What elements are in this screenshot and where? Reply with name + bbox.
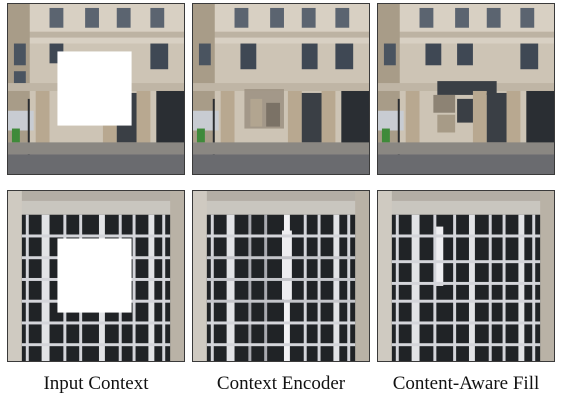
caption-input-context: Input Context bbox=[43, 373, 149, 394]
panel-facade-input bbox=[7, 3, 185, 175]
panel-facade-content-aware-fill bbox=[377, 3, 555, 175]
caption-context-encoder: Context Encoder bbox=[216, 373, 346, 394]
panel-window-input bbox=[7, 190, 185, 362]
panel-window-content-aware-fill bbox=[377, 190, 555, 362]
panel-window-context-encoder bbox=[192, 190, 370, 362]
panel-facade-context-encoder bbox=[192, 3, 370, 175]
caption-content-aware-fill: Content-Aware Fill bbox=[392, 373, 540, 394]
